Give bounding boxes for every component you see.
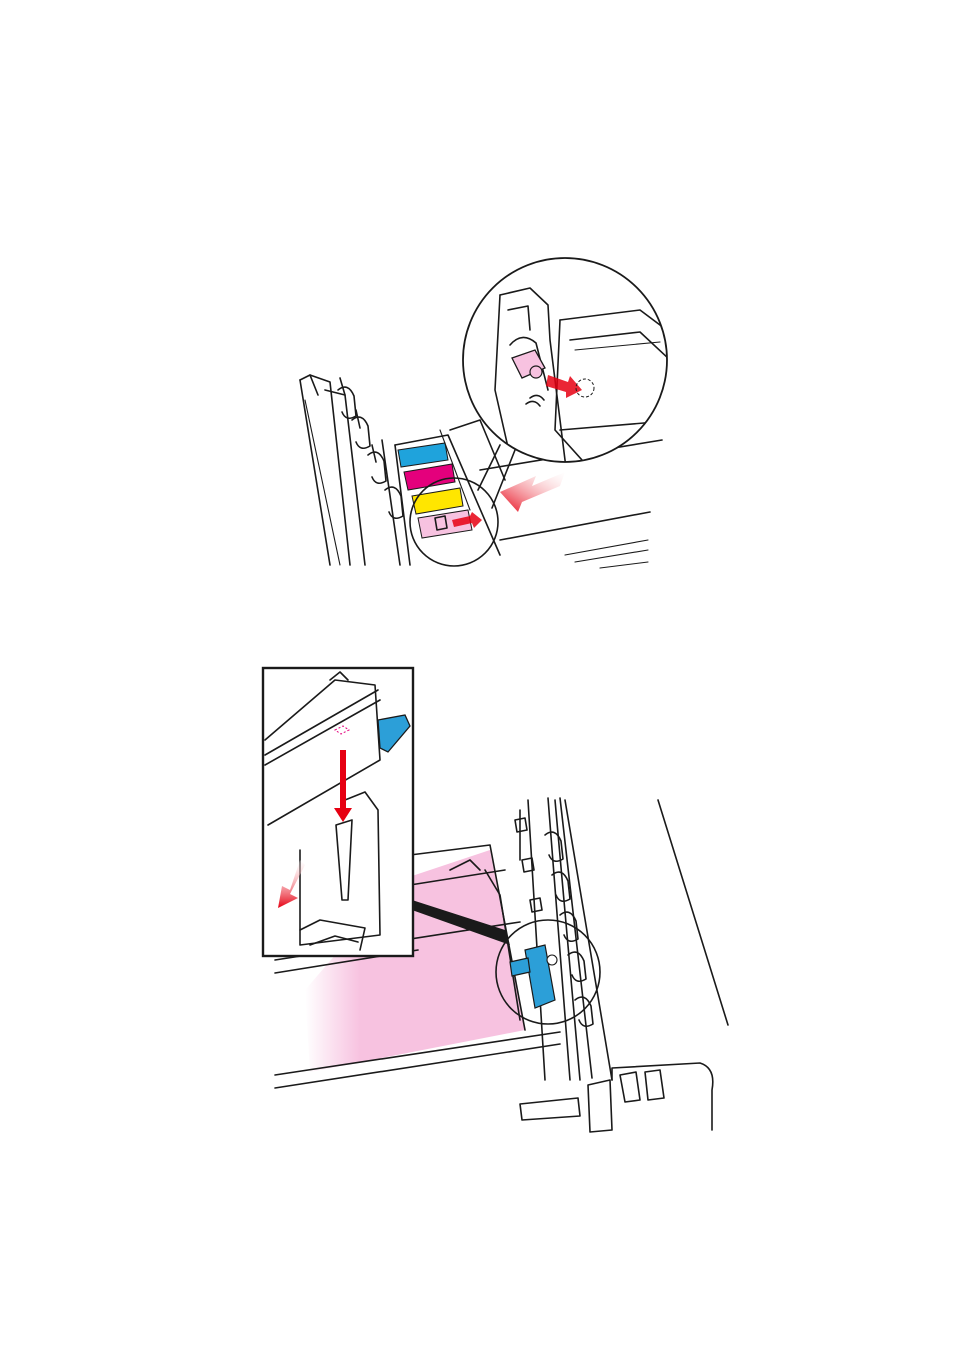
toner-band-cyan [398, 443, 448, 467]
inset-magnified-insert [263, 668, 413, 956]
printer-side-panel [300, 375, 410, 565]
figure-toner-insert [0, 660, 954, 1140]
figure-cartridge-lock [0, 250, 954, 570]
toner-band-yellow [412, 488, 463, 514]
insert-arrow [500, 472, 565, 512]
inset-magnified-lock [463, 258, 680, 500]
illustration-toner-insert [0, 660, 954, 1140]
illustration-cartridge-lock [0, 250, 954, 570]
detail-circle-blue-part [496, 920, 600, 1024]
